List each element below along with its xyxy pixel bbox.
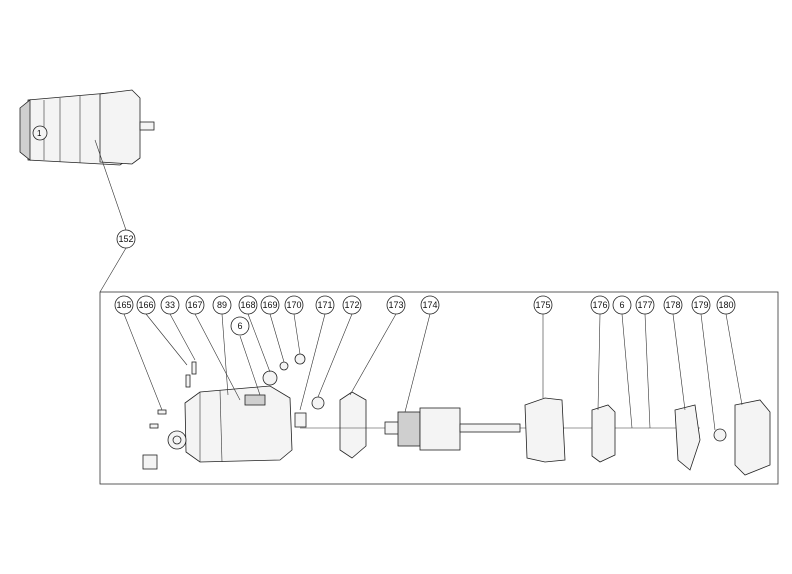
callout-circle xyxy=(716,295,736,315)
svg-text:1: 1 xyxy=(37,129,42,138)
callout-circle xyxy=(533,295,553,315)
callout-c33: 33 xyxy=(160,295,180,315)
callout-labels: 152 165 166 33 167 89 168 169 170 171 172 173 174 175… xyxy=(114,229,736,336)
callout-number: 6 xyxy=(237,321,242,331)
callout-c177: 177 xyxy=(635,295,655,315)
callout-circle xyxy=(691,295,711,315)
bearing-parts xyxy=(262,353,325,428)
callout-number: 6 xyxy=(619,300,624,310)
callout-c89: 89 xyxy=(212,295,232,315)
callout-c170: 170 xyxy=(284,295,304,315)
armature xyxy=(300,407,700,451)
callout-c152: 152 xyxy=(116,229,136,249)
callout-circle xyxy=(230,316,250,336)
callout-number: 171 xyxy=(317,300,332,310)
fan-baffle xyxy=(591,404,616,463)
callout-number: 33 xyxy=(165,300,175,310)
bearing xyxy=(713,428,727,442)
switch xyxy=(142,430,187,470)
callout-circle xyxy=(136,295,156,315)
callout-circle xyxy=(238,295,258,315)
callout-circle xyxy=(590,295,610,315)
exploded-view-frame xyxy=(99,291,779,485)
callout-circle xyxy=(284,295,304,315)
callout-circle xyxy=(635,295,655,315)
small-screws xyxy=(149,361,197,429)
callout-c175: 175 xyxy=(533,295,553,315)
callout-circle xyxy=(342,295,362,315)
callout-number: 178 xyxy=(665,300,680,310)
callout-circle xyxy=(663,295,683,315)
callout-number: 173 xyxy=(388,300,403,310)
callout-number: 89 xyxy=(217,300,227,310)
callout-circle xyxy=(160,295,180,315)
callout-c178: 178 xyxy=(663,295,683,315)
callout-c168: 168 xyxy=(238,295,258,315)
assembled-motor: 1 xyxy=(19,89,155,166)
callout-c167: 167 xyxy=(185,295,205,315)
callout-c171: 171 xyxy=(315,295,335,315)
callout-c180: 180 xyxy=(716,295,736,315)
fan xyxy=(674,404,701,471)
callout-number: 167 xyxy=(187,300,202,310)
callout-circle xyxy=(185,295,205,315)
callout-circle xyxy=(420,295,440,315)
callout-number: 172 xyxy=(344,300,359,310)
callout-c6b: 6 xyxy=(230,316,250,336)
callout-number: 174 xyxy=(422,300,437,310)
callout-c179: 179 xyxy=(691,295,711,315)
callout-number: 152 xyxy=(118,234,133,244)
callout-c169: 169 xyxy=(260,295,280,315)
callout-circle xyxy=(260,295,280,315)
callout-number: 168 xyxy=(240,300,255,310)
callout-c6a: 6 xyxy=(612,295,632,315)
callout-circle xyxy=(212,295,232,315)
callout-number: 175 xyxy=(535,300,550,310)
end-cap xyxy=(734,399,771,476)
callout-number: 177 xyxy=(637,300,652,310)
callout-circle xyxy=(612,295,632,315)
callout-number: 180 xyxy=(718,300,733,310)
callout-circle xyxy=(386,295,406,315)
callout-number: 170 xyxy=(286,300,301,310)
leader-lines xyxy=(123,313,743,431)
brush-plate xyxy=(339,391,367,459)
callout-number: 176 xyxy=(592,300,607,310)
callout-number: 169 xyxy=(262,300,277,310)
callout-circle xyxy=(116,229,136,249)
callout-c165: 165 xyxy=(114,295,134,315)
callout-circle xyxy=(114,295,134,315)
motor-housing xyxy=(184,385,293,463)
callout-number: 166 xyxy=(138,300,153,310)
callout-c166: 166 xyxy=(136,295,156,315)
callout-c173: 173 xyxy=(386,295,406,315)
callout-c172: 172 xyxy=(342,295,362,315)
callout-number: 179 xyxy=(693,300,708,310)
callout-c176: 176 xyxy=(590,295,610,315)
callout-c174: 174 xyxy=(420,295,440,315)
stator xyxy=(524,397,566,463)
callout-circle xyxy=(315,295,335,315)
callout-number: 165 xyxy=(116,300,131,310)
